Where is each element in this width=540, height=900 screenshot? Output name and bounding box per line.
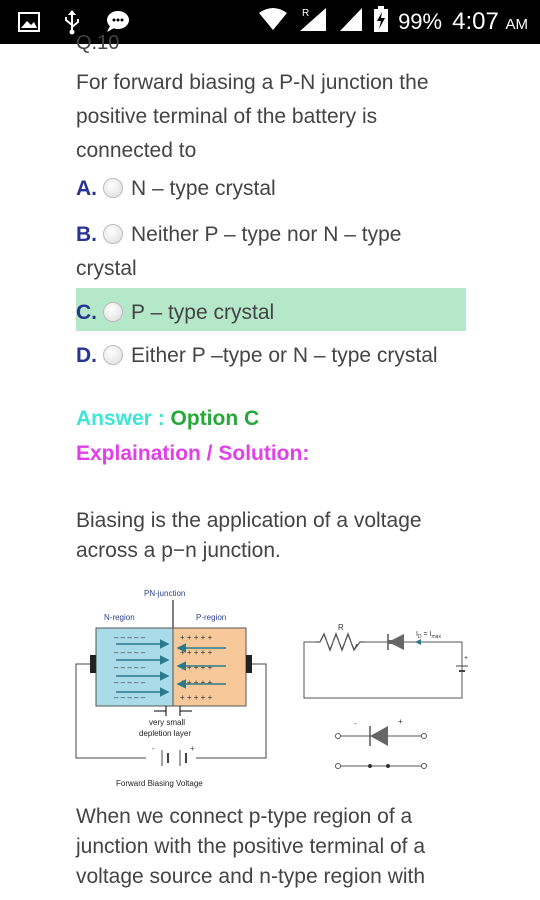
- answer-value: Option C: [170, 407, 260, 430]
- depletion-text-2: depletion layer: [139, 729, 191, 738]
- svg-text:R: R: [302, 8, 309, 19]
- pn-junction-label: PN-junction: [144, 589, 185, 598]
- diode-circuit: [303, 641, 463, 699]
- terminal: [421, 733, 427, 739]
- circuit-wire: [196, 663, 267, 759]
- option-letter: A.: [76, 177, 97, 200]
- question-content: Q.10 For forward biasing a P-N junction …: [0, 32, 540, 900]
- svg-text:+ + + + +: + + + + +: [180, 633, 213, 642]
- svg-text:+ + + + +: + + + + +: [180, 693, 213, 702]
- option-letter: D.: [76, 344, 97, 367]
- radio-button[interactable]: [103, 345, 123, 365]
- usb-icon: [62, 9, 82, 40]
- diode-plus: +: [398, 717, 403, 726]
- clock: 4:07 AM: [452, 7, 528, 35]
- option-letter: C.: [76, 301, 97, 324]
- svg-text:– – – – –: – – – – –: [114, 693, 146, 702]
- resistor-label: R: [338, 623, 344, 632]
- n-region-label: N-region: [104, 613, 135, 622]
- n-electrode: [90, 655, 96, 673]
- terminal: [335, 763, 341, 769]
- resistor-zigzag: [316, 632, 364, 652]
- cell-plus: +: [464, 655, 468, 662]
- svg-text:– – – – –: – – – – –: [114, 633, 146, 642]
- p-region-label: P-region: [196, 613, 226, 622]
- option-text: N – type crystal: [131, 177, 276, 200]
- svg-text:– – – – –: – – – – –: [114, 648, 146, 657]
- terminal: [335, 733, 341, 739]
- battery-minus: -: [152, 744, 155, 753]
- battery-percent: 99%: [398, 8, 443, 34]
- node: [368, 764, 372, 768]
- circuit-wire: [75, 663, 146, 759]
- gallery-icon: [18, 12, 40, 37]
- diode-minus: -: [354, 719, 357, 728]
- p-electrode: [246, 655, 252, 673]
- charge-carriers: – – – – – + + + + + – – – – – + + + + + – …: [114, 633, 213, 702]
- option-text: Neither P – type nor N – type crystal: [76, 223, 402, 280]
- current-label: ID = Imax: [416, 631, 441, 640]
- status-bar: R 99% 4:07 AM: [0, 0, 540, 44]
- svg-text:+ + + + +: + + + + +: [180, 678, 213, 687]
- svg-text:– – – – –: – – – – –: [114, 663, 146, 672]
- option-d[interactable]: D. Either P –type or N – type crystal: [76, 339, 466, 373]
- answer-line: Answer : Option C: [76, 407, 259, 431]
- option-b[interactable]: B.Neither P – type nor N – type crystal: [76, 218, 466, 286]
- svg-text:– – – – –: – – – – –: [114, 678, 146, 687]
- option-text: Either P –type or N – type crystal: [131, 344, 438, 367]
- option-text: P – type crystal: [131, 301, 275, 324]
- option-letter: B.: [76, 223, 97, 246]
- option-a[interactable]: A. N – type crystal: [76, 172, 466, 206]
- radio-button[interactable]: [103, 302, 123, 322]
- depletion-text-1: very small: [149, 718, 185, 727]
- terminal: [421, 763, 427, 769]
- question-text: For forward biasing a P-N junction the p…: [76, 71, 429, 162]
- wifi-icon: [258, 7, 288, 36]
- battery-plus: +: [190, 744, 195, 753]
- pn-junction-diagram: PN-junction N-region P-region – – – – – +…: [75, 589, 468, 788]
- radio-button[interactable]: [103, 178, 123, 198]
- signal-icon: [338, 6, 364, 37]
- radio-button[interactable]: [103, 224, 123, 244]
- diode-symbol-2: [370, 726, 388, 746]
- svg-text:+ + + + +: + + + + +: [180, 648, 213, 657]
- battery-charging-icon: [374, 6, 389, 37]
- option-c[interactable]: C. P – type crystal: [76, 288, 466, 331]
- svg-text:+ + + + +: + + + + +: [180, 663, 213, 672]
- explanation-heading: Explaination / Solution:: [76, 442, 310, 465]
- signal-r-icon: R: [298, 6, 328, 37]
- question-number: Q.10: [76, 32, 120, 54]
- node: [386, 764, 390, 768]
- answer-label: Answer :: [76, 407, 165, 430]
- explanation-paragraph-2: When we connect p-type region of a junct…: [76, 805, 426, 888]
- explanation-paragraph-1: Biasing is the application of a voltage …: [76, 509, 422, 562]
- diode-fill: [388, 640, 404, 644]
- diagram-caption: Forward Biasing Voltage: [116, 779, 203, 788]
- flow-arrows: [116, 639, 226, 697]
- chat-icon: [104, 10, 130, 39]
